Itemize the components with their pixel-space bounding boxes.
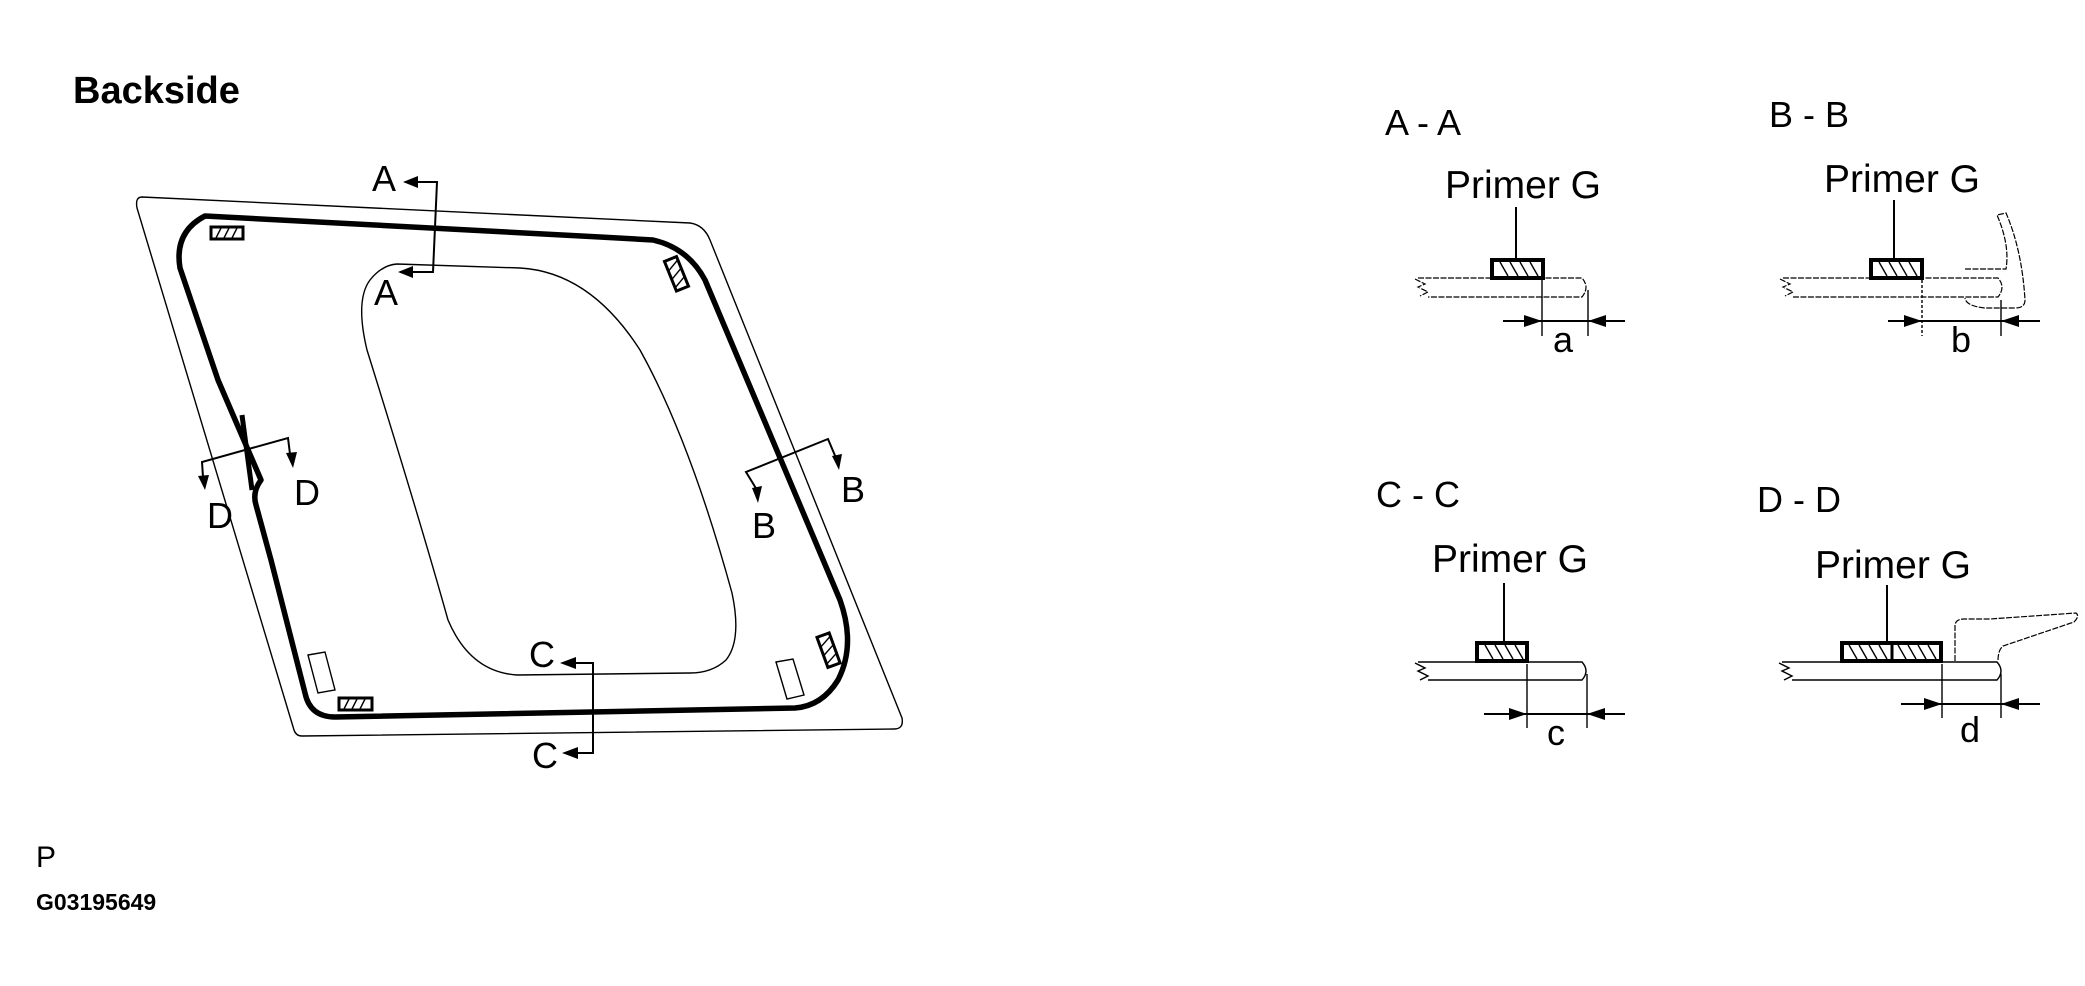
page-code: P bbox=[36, 841, 56, 874]
section-title: D - D bbox=[1757, 479, 1841, 520]
primer-label: Primer G bbox=[1815, 544, 1971, 587]
svg-text:B: B bbox=[752, 505, 776, 546]
primer-label: Primer G bbox=[1824, 158, 1980, 201]
svg-text:A: A bbox=[374, 272, 398, 313]
glass-outline bbox=[135, 196, 904, 737]
spacer-tab bbox=[337, 696, 374, 712]
glass-edge bbox=[1414, 277, 1587, 298]
dimension-label: d bbox=[1960, 709, 1980, 750]
svg-text:C: C bbox=[529, 634, 555, 675]
glass-edge bbox=[1779, 277, 2003, 298]
figure-id: G03195649 bbox=[36, 889, 156, 915]
section-c-c: C - C Primer G c bbox=[1376, 474, 1625, 753]
primer-label: Primer G bbox=[1432, 538, 1588, 581]
section-b-b: B - B Primer G b bbox=[1769, 94, 2040, 360]
section-a-cut-line: A A bbox=[372, 158, 439, 313]
svg-text:A: A bbox=[372, 158, 396, 199]
section-b-cut-line: B B bbox=[744, 437, 865, 546]
section-title: A - A bbox=[1385, 102, 1461, 143]
section-title: B - B bbox=[1769, 94, 1849, 135]
glass-edge bbox=[1778, 661, 2002, 681]
stopper-outline bbox=[307, 651, 336, 694]
svg-text:C: C bbox=[532, 735, 558, 776]
quarter-glass-view: A A B B C C D D bbox=[135, 158, 904, 776]
primer-label: Primer G bbox=[1445, 164, 1601, 207]
section-d-d: D - D Primer G d bbox=[1757, 479, 2079, 750]
glass-edge bbox=[1414, 661, 1587, 681]
molding-profile bbox=[1964, 212, 2026, 309]
dimension-label: a bbox=[1553, 319, 1574, 360]
adhesive-bead bbox=[176, 213, 851, 720]
dimension-label: c bbox=[1547, 712, 1565, 753]
molding-strip bbox=[239, 414, 255, 491]
spacer-tab bbox=[662, 254, 691, 294]
svg-text:B: B bbox=[841, 469, 865, 510]
svg-text:D: D bbox=[207, 495, 233, 536]
section-d-cut-line: D D bbox=[198, 436, 320, 536]
molding-profile bbox=[1954, 612, 2079, 662]
section-c-cut-line: C C bbox=[529, 634, 594, 776]
stopper-outline bbox=[775, 658, 805, 700]
spacer-tab bbox=[815, 630, 843, 670]
svg-text:D: D bbox=[294, 472, 320, 513]
section-a-a: A - A Primer G a bbox=[1385, 102, 1625, 360]
section-title: C - C bbox=[1376, 474, 1460, 515]
dimension-label: b bbox=[1951, 319, 1971, 360]
primer-g-block bbox=[1475, 641, 1529, 663]
spacer-tab bbox=[209, 225, 245, 241]
inner-opening-outline bbox=[360, 263, 737, 676]
view-title: Backside bbox=[73, 70, 240, 112]
